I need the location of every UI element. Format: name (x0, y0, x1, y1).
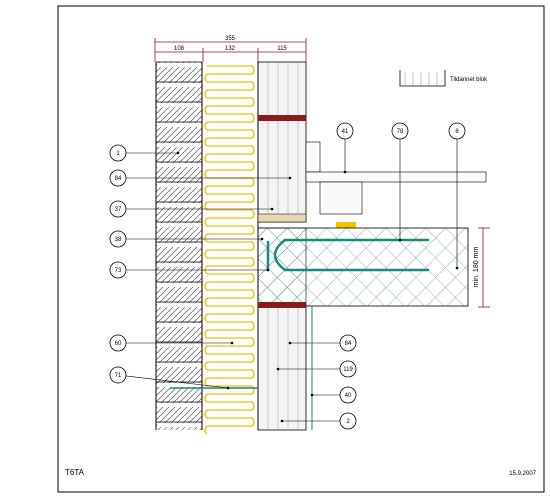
callout-label-71: 71 (115, 373, 122, 379)
callout-point-73 (266, 268, 270, 272)
callouts: 1 84 37 38 73 60 71 41 78 8 84 119 40 2 (109, 122, 466, 430)
callout-point-38 (260, 237, 264, 241)
callout-bubble-84 (109, 169, 127, 187)
callout-bubble-73 (109, 261, 127, 279)
callout-label-2: 2 (346, 419, 350, 425)
callout-point-40 (310, 393, 314, 397)
insulation-layer (203, 62, 257, 435)
callout-leader-71 (117, 374, 229, 389)
brick-outer-wall (155, 61, 203, 430)
callout-point-60 (230, 341, 234, 345)
callout-label-84: 84 (115, 176, 122, 182)
callout-label-41: 41 (342, 129, 349, 135)
callout-bubble-41 (336, 122, 354, 140)
callout-label-37: 37 (115, 207, 122, 213)
callout-point-2 (280, 419, 284, 423)
callout-bubble-119 (339, 360, 357, 378)
callout-label-40: 40 (345, 393, 352, 399)
callout-bubble-78 (391, 122, 409, 140)
callout-point-84 (288, 341, 292, 345)
sill-block (258, 115, 306, 121)
rebar-reinforcement (266, 238, 430, 272)
callout-label-73: 73 (115, 268, 122, 274)
dim-brick: 108 (174, 46, 185, 52)
drawing-frame (57, 5, 545, 493)
callout-label-8: 8 (455, 129, 459, 135)
callout-bubble-38 (109, 230, 127, 248)
callout-label-78: 78 (397, 129, 404, 135)
callout-label-84: 84 (345, 341, 352, 347)
callout-bubble-84 (339, 334, 357, 352)
window-frame (305, 141, 487, 228)
dim-slab: min. 180 mm (473, 247, 480, 288)
callout-label-1: 1 (116, 151, 120, 157)
beige-strip (257, 213, 307, 223)
callout-bubble-37 (109, 200, 127, 218)
callout-label-60: 60 (115, 341, 122, 347)
callout-point-37 (270, 207, 274, 211)
callout-point-84 (288, 176, 292, 180)
dimension-lines (154, 38, 490, 308)
callout-label-38: 38 (115, 237, 122, 243)
legend-label: Tildannet blok (450, 77, 488, 83)
callout-point-1 (176, 151, 180, 155)
callout-point-41 (343, 170, 347, 174)
callout-bubble-1 (109, 144, 127, 162)
legend: Tildannet blok (399, 70, 488, 87)
callout-bubble-60 (109, 334, 127, 352)
callout-bubble-40 (339, 386, 357, 404)
callout-point-119 (276, 367, 280, 371)
footer-right: 15.9.2007 (509, 471, 536, 477)
footer-left: T6TA (65, 468, 85, 477)
callout-point-71 (226, 386, 230, 390)
dim-total: 355 (225, 36, 236, 42)
callout-bubble-71 (109, 366, 127, 384)
dim-inner: 115 (277, 46, 287, 52)
callout-point-78 (398, 238, 402, 242)
dim-insulation: 132 (225, 46, 236, 52)
callout-label-119: 119 (343, 367, 353, 373)
callout-point-8 (455, 266, 459, 270)
bond-beam (258, 302, 306, 308)
callout-bubble-2 (339, 412, 357, 430)
callout-bubble-8 (448, 122, 466, 140)
